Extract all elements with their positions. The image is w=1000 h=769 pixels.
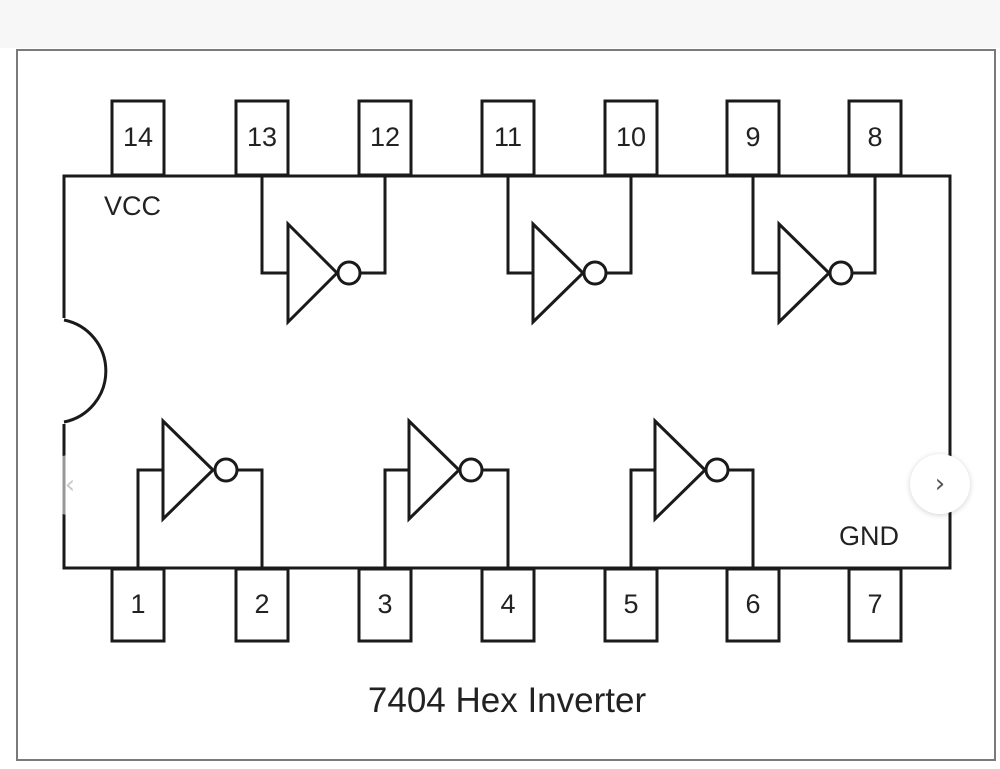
pin-3 bbox=[357, 567, 413, 643]
vcc-label: VCC bbox=[104, 191, 161, 221]
pin-5 bbox=[603, 567, 659, 643]
pin-8 bbox=[847, 99, 903, 177]
pin-7 bbox=[847, 567, 903, 643]
pin-13-label: 13 bbox=[247, 122, 277, 152]
pin-4-label: 4 bbox=[500, 589, 515, 619]
pin-14-label: 14 bbox=[123, 122, 153, 152]
pin-9 bbox=[725, 99, 781, 177]
pin-2 bbox=[234, 567, 290, 643]
pin-6-label: 6 bbox=[745, 589, 760, 619]
gnd-label: GND bbox=[839, 521, 899, 551]
pin-4 bbox=[480, 567, 536, 643]
inverter-gate-9-8 bbox=[751, 176, 877, 326]
pin-10-label: 10 bbox=[616, 122, 646, 152]
pin-2-label: 2 bbox=[254, 589, 269, 619]
top-pin-row: 14 13 12 11 10 9 8 bbox=[110, 99, 903, 177]
inverter-gate-13-12 bbox=[260, 176, 387, 326]
pin-6 bbox=[725, 567, 781, 643]
pin-12-label: 12 bbox=[370, 122, 400, 152]
pin-13 bbox=[234, 99, 290, 177]
pin-14 bbox=[110, 99, 166, 177]
inverter-gate-1-2 bbox=[136, 417, 264, 568]
pin-8-label: 8 bbox=[867, 122, 882, 152]
pin-3-label: 3 bbox=[377, 589, 392, 619]
chip-notch bbox=[63, 318, 108, 424]
pin-9-label: 9 bbox=[745, 122, 760, 152]
inverter-gate-5-6 bbox=[629, 417, 755, 568]
bottom-pin-row: 1 2 3 4 5 6 7 bbox=[110, 567, 903, 643]
carousel-next-button[interactable]: › bbox=[910, 454, 970, 514]
chevron-right-icon: › bbox=[934, 469, 946, 499]
pin-12 bbox=[357, 99, 413, 177]
inverter-gate-3-4 bbox=[383, 417, 510, 568]
pin-5-label: 5 bbox=[623, 589, 638, 619]
pin-11-label: 11 bbox=[494, 122, 522, 152]
chevron-left-icon: ‹ bbox=[64, 470, 76, 500]
pin-7-label: 7 bbox=[867, 589, 882, 619]
diagram-caption: 7404 Hex Inverter bbox=[368, 681, 647, 720]
pin-10 bbox=[603, 99, 659, 177]
pin-11 bbox=[480, 99, 536, 177]
carousel-prev-button[interactable]: ‹ bbox=[40, 455, 100, 515]
pin-1 bbox=[110, 567, 166, 643]
pin-1-label: 1 bbox=[130, 589, 145, 619]
page-top-band bbox=[0, 0, 1000, 48]
inverter-gate-11-10 bbox=[506, 176, 633, 326]
